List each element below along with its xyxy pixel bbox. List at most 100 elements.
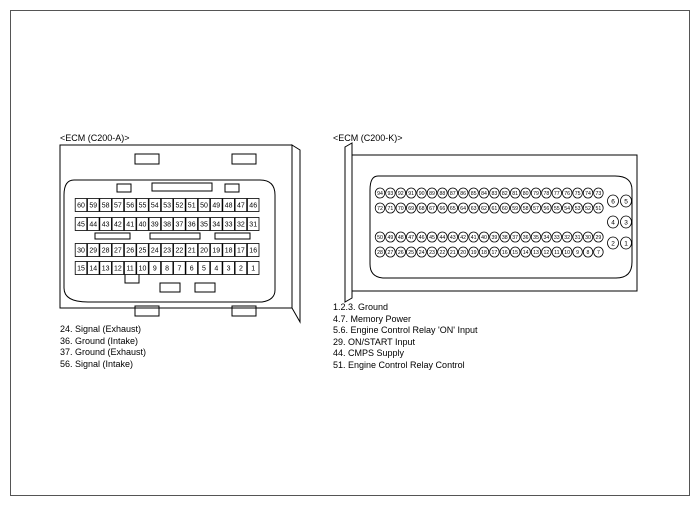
pin: 51: [185, 198, 198, 212]
pin-outline: [447, 187, 459, 199]
pin-outline: [582, 231, 594, 243]
pin-label: 24: [151, 247, 159, 254]
pin-label: 45: [429, 235, 435, 241]
legend-k-item: 29. ON/START Input: [333, 336, 416, 347]
pin-outline: [437, 187, 448, 199]
pin: 23: [426, 246, 438, 258]
pin-outline: [111, 243, 125, 257]
pin-label: 58: [102, 202, 110, 209]
pin-outline: [210, 217, 223, 231]
pin-outline: [416, 231, 427, 243]
pin: 5: [620, 194, 632, 208]
pin-label: 5: [202, 265, 206, 272]
pin-label: 48: [398, 235, 404, 241]
pin-outline: [437, 202, 448, 214]
pin-label: 8: [587, 250, 590, 256]
pin-label: 79: [533, 191, 539, 197]
pin: 58: [99, 198, 112, 212]
pin: 54: [148, 198, 162, 212]
pin: 58: [520, 202, 531, 214]
pin: 49: [385, 231, 396, 243]
pin-outline: [593, 187, 604, 199]
pin: 2: [234, 261, 248, 275]
pin-outline: [136, 198, 149, 212]
pin-label: 6: [190, 265, 194, 272]
pin-outline: [520, 202, 531, 214]
pin-label: 40: [481, 235, 487, 241]
pin-label: 59: [512, 206, 518, 212]
pin-outline: [499, 187, 511, 199]
pin: 79: [530, 187, 542, 199]
pin-outline: [582, 202, 594, 214]
pin: 28: [99, 243, 112, 257]
pin-outline: [160, 243, 174, 257]
pin-label: 2: [239, 265, 243, 272]
pin-outline: [374, 246, 386, 258]
pin: 10: [562, 246, 573, 258]
pin-outline: [551, 231, 563, 243]
pin: 67: [426, 202, 438, 214]
pin: 20: [457, 246, 469, 258]
pin-label: 52: [585, 206, 591, 212]
legend-k-item: 4.7. Memory Power: [333, 313, 412, 324]
pin-label: 84: [481, 191, 487, 197]
pin-label: 75: [575, 191, 581, 197]
pin-outline: [620, 215, 632, 229]
pin-outline: [74, 261, 88, 275]
pin-outline: [551, 187, 563, 199]
pin-label: 17: [237, 247, 245, 254]
legend-a-item: 37. Ground (Exhaust): [60, 347, 147, 357]
pin: 28: [374, 246, 386, 258]
pin-outline: [541, 187, 552, 199]
pin-outline: [99, 198, 112, 212]
pin-label: 7: [597, 250, 600, 256]
pin: 54: [562, 202, 573, 214]
pin: 3: [620, 215, 632, 229]
pin-outline: [173, 261, 186, 275]
pin-label: 61: [492, 206, 498, 212]
pin: 19: [468, 246, 479, 258]
pin: 70: [395, 202, 407, 214]
pin-outline: [478, 187, 490, 199]
pin-outline: [437, 246, 448, 258]
pin-outline: [416, 246, 427, 258]
pin-label: 86: [460, 191, 466, 197]
pin-label: 63: [471, 206, 477, 212]
pin-label: 23: [163, 247, 171, 254]
legend-k-item: 51. Engine Control Relay Control: [333, 359, 465, 370]
pin-outline: [582, 187, 594, 199]
pin-outline: [509, 246, 521, 258]
connector-a-housing: [59, 144, 301, 324]
pin: 27: [385, 246, 396, 258]
pin: 31: [572, 231, 583, 243]
pin-outline: [457, 246, 469, 258]
pin-label: 4: [214, 265, 218, 272]
pin-label: 16: [249, 247, 257, 254]
pin-label: 47: [237, 202, 245, 209]
pin: 84: [478, 187, 490, 199]
pin: 32: [234, 217, 248, 231]
pin-label: 94: [377, 191, 383, 197]
pin: 91: [405, 187, 417, 199]
pin-outline: [478, 231, 490, 243]
pin-label: 53: [575, 206, 581, 212]
pin: 93: [385, 187, 396, 199]
pin-label: 88: [440, 191, 446, 197]
pin-label: 27: [114, 247, 122, 254]
pin-label: 65: [450, 206, 456, 212]
pin-label: 43: [102, 221, 110, 228]
pin-label: 70: [398, 206, 404, 212]
pin-outline: [395, 187, 407, 199]
pin-outline: [234, 198, 248, 212]
pin: 24: [416, 246, 427, 258]
pin: 25: [405, 246, 417, 258]
pin: 66: [437, 202, 448, 214]
pin-label: 50: [200, 202, 208, 209]
pin: 59: [87, 198, 100, 212]
pin-outline: [136, 261, 149, 275]
pin-label: 22: [176, 247, 184, 254]
pin-label: 82: [502, 191, 508, 197]
pin-label: 38: [163, 221, 171, 228]
pin: 5: [197, 261, 211, 275]
